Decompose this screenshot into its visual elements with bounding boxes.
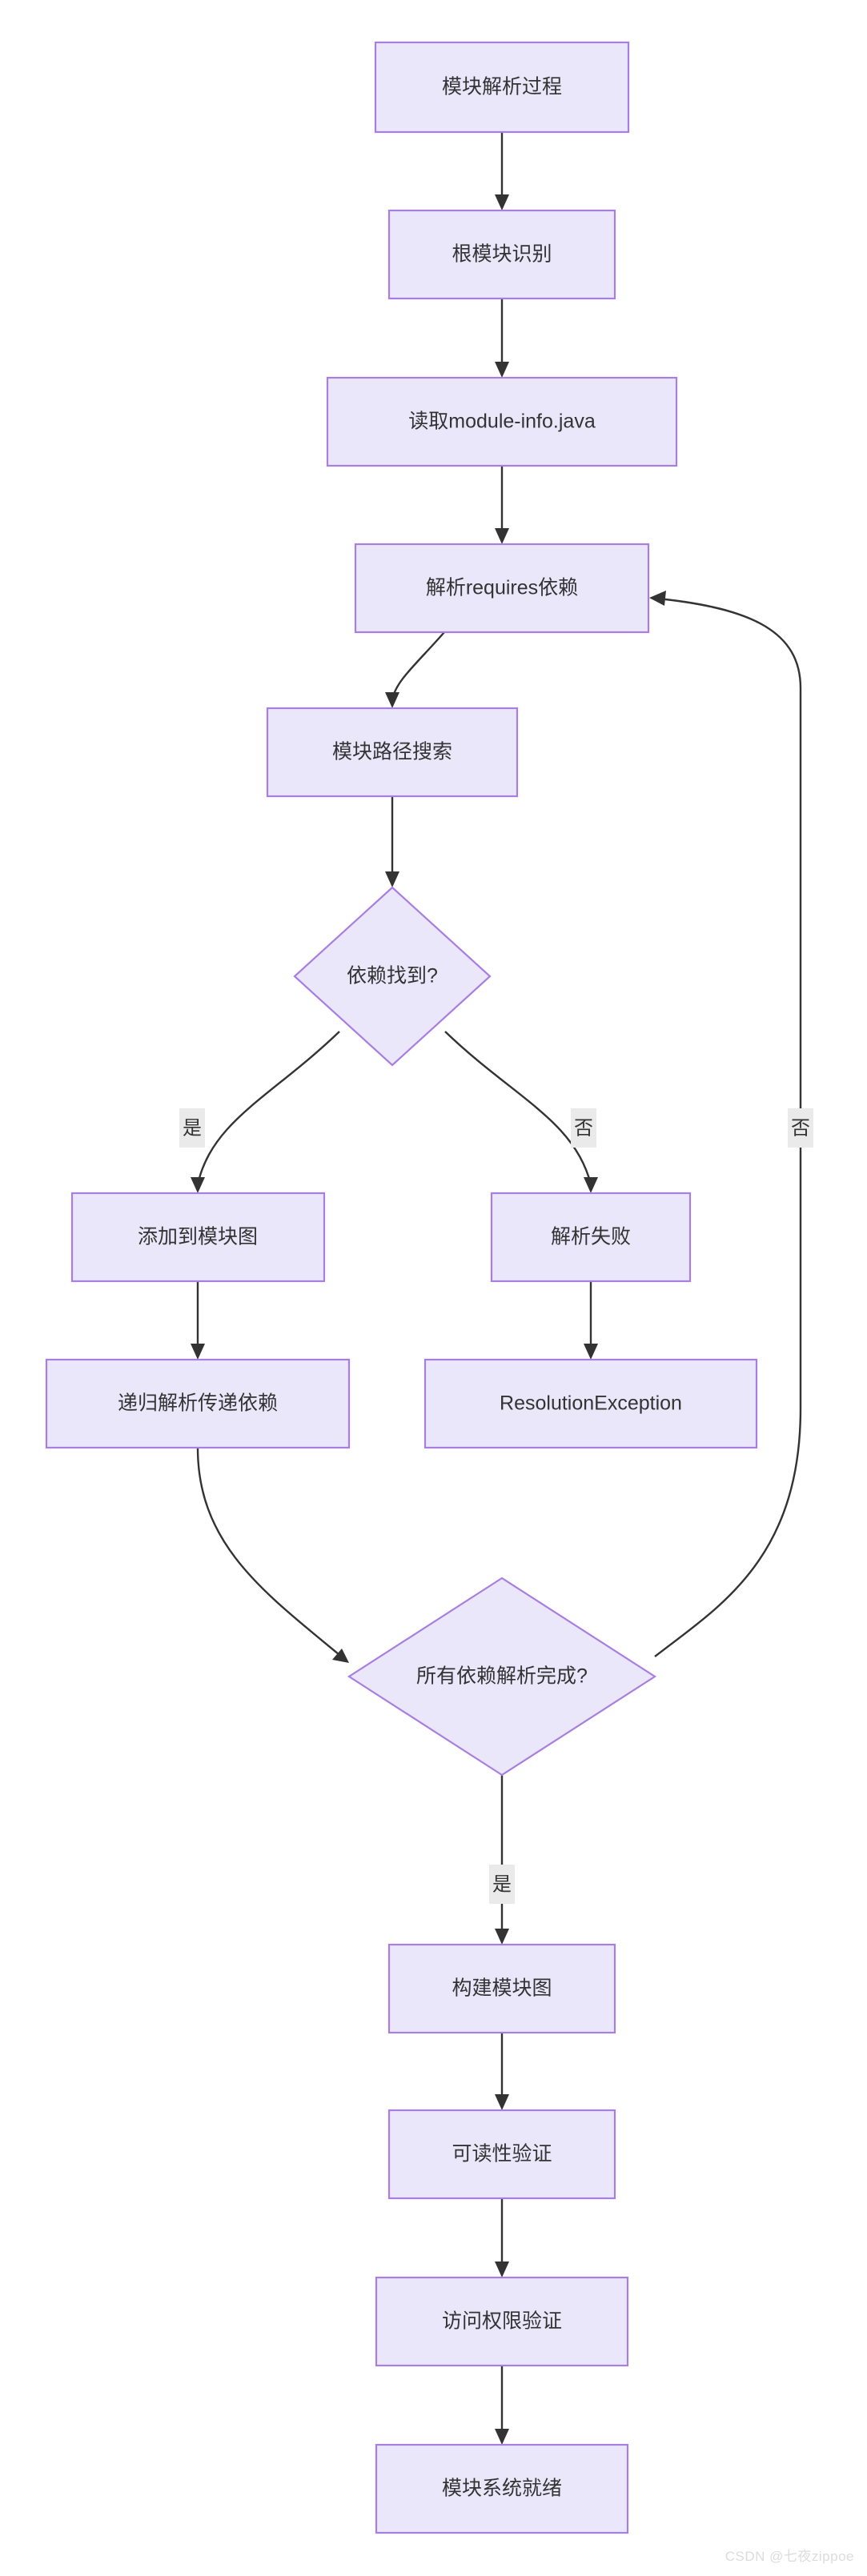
node-root-module-identification[interactable]: 根模块识别 <box>387 209 616 300</box>
node-label: 访问权限验证 <box>442 2310 562 2333</box>
node-module-system-ready[interactable]: 模块系统就绪 <box>375 2443 629 2534</box>
edge-label-text: 否 <box>791 1117 810 1139</box>
node-label: 依赖找到? <box>347 965 438 988</box>
node-label: ResolutionException <box>500 1392 682 1415</box>
node-label: 模块系统就绪 <box>442 2478 562 2500</box>
edge-label-text: 是 <box>183 1117 202 1139</box>
node-label: 可读性验证 <box>452 2143 552 2165</box>
edge-n14-n15 <box>495 2366 509 2445</box>
node-label: 构建模块图 <box>452 1977 552 2000</box>
edge-n12-n13 <box>495 2033 509 2110</box>
node-parse-requires-dependencies[interactable]: 解析requires依赖 <box>354 543 650 634</box>
edge-n6-n8-no <box>444 1031 598 1193</box>
node-label: 根模块识别 <box>452 243 552 266</box>
node-module-path-search[interactable]: 模块路径搜索 <box>266 707 519 798</box>
node-label: 读取module-info.java <box>408 411 596 433</box>
node-module-resolution-process[interactable]: 模块解析过程 <box>374 41 630 134</box>
node-label: 解析requires依赖 <box>426 577 578 599</box>
edge-n5-n6 <box>385 796 399 887</box>
node-read-module-info-java[interactable]: 读取module-info.java <box>326 376 678 467</box>
edge-n8-n10 <box>584 1281 598 1360</box>
edge-label-no-dependency-found: 否 <box>571 1108 596 1148</box>
node-build-module-graph[interactable]: 构建模块图 <box>387 1943 616 2034</box>
node-resolution-exception[interactable]: ResolutionException <box>423 1358 758 1449</box>
node-decision-all-dependencies-resolved[interactable]: 所有依赖解析完成? <box>347 1576 657 1777</box>
node-readability-validation[interactable]: 可读性验证 <box>387 2109 616 2200</box>
edge-group <box>191 132 802 2445</box>
node-recursive-transitive-resolution[interactable]: 递归解析传递依赖 <box>45 1358 351 1449</box>
edge-n13-n14 <box>495 2198 509 2278</box>
edge-label-no-all-resolved: 否 <box>788 1108 813 1148</box>
edge-n3-n4 <box>495 466 509 544</box>
node-label: 所有依赖解析完成? <box>416 1665 588 1688</box>
edge-label-yes-all-resolved: 是 <box>489 1865 515 1904</box>
node-label: 模块解析过程 <box>442 76 562 98</box>
edge-n9-n11 <box>196 1447 349 1663</box>
edge-n11-n12-yes <box>495 1775 509 1945</box>
node-label: 解析失败 <box>551 1226 631 1248</box>
node-label: 添加到模块图 <box>138 1226 258 1248</box>
node-resolution-failed[interactable]: 解析失败 <box>490 1192 692 1283</box>
edge-label-yes-dependency-found: 是 <box>179 1108 205 1148</box>
node-label: 模块路径搜索 <box>332 741 452 763</box>
edge-n2-n3 <box>495 298 509 378</box>
node-label: 递归解析传递依赖 <box>118 1392 278 1415</box>
edge-n1-n2 <box>495 132 509 210</box>
edge-n6-n7-yes <box>191 1031 340 1193</box>
edge-label-text: 是 <box>492 1873 512 1895</box>
edge-n4-n5 <box>385 631 445 708</box>
edge-n7-n9 <box>191 1281 205 1360</box>
node-decision-dependency-found[interactable]: 依赖找到? <box>293 886 492 1067</box>
node-access-permission-validation[interactable]: 访问权限验证 <box>375 2276 629 2367</box>
watermark: CSDN @七夜zippoe <box>725 2549 854 2564</box>
edge-n11-n4-no <box>649 591 802 1657</box>
edge-label-text: 否 <box>574 1117 593 1139</box>
node-add-to-module-graph[interactable]: 添加到模块图 <box>70 1192 326 1283</box>
